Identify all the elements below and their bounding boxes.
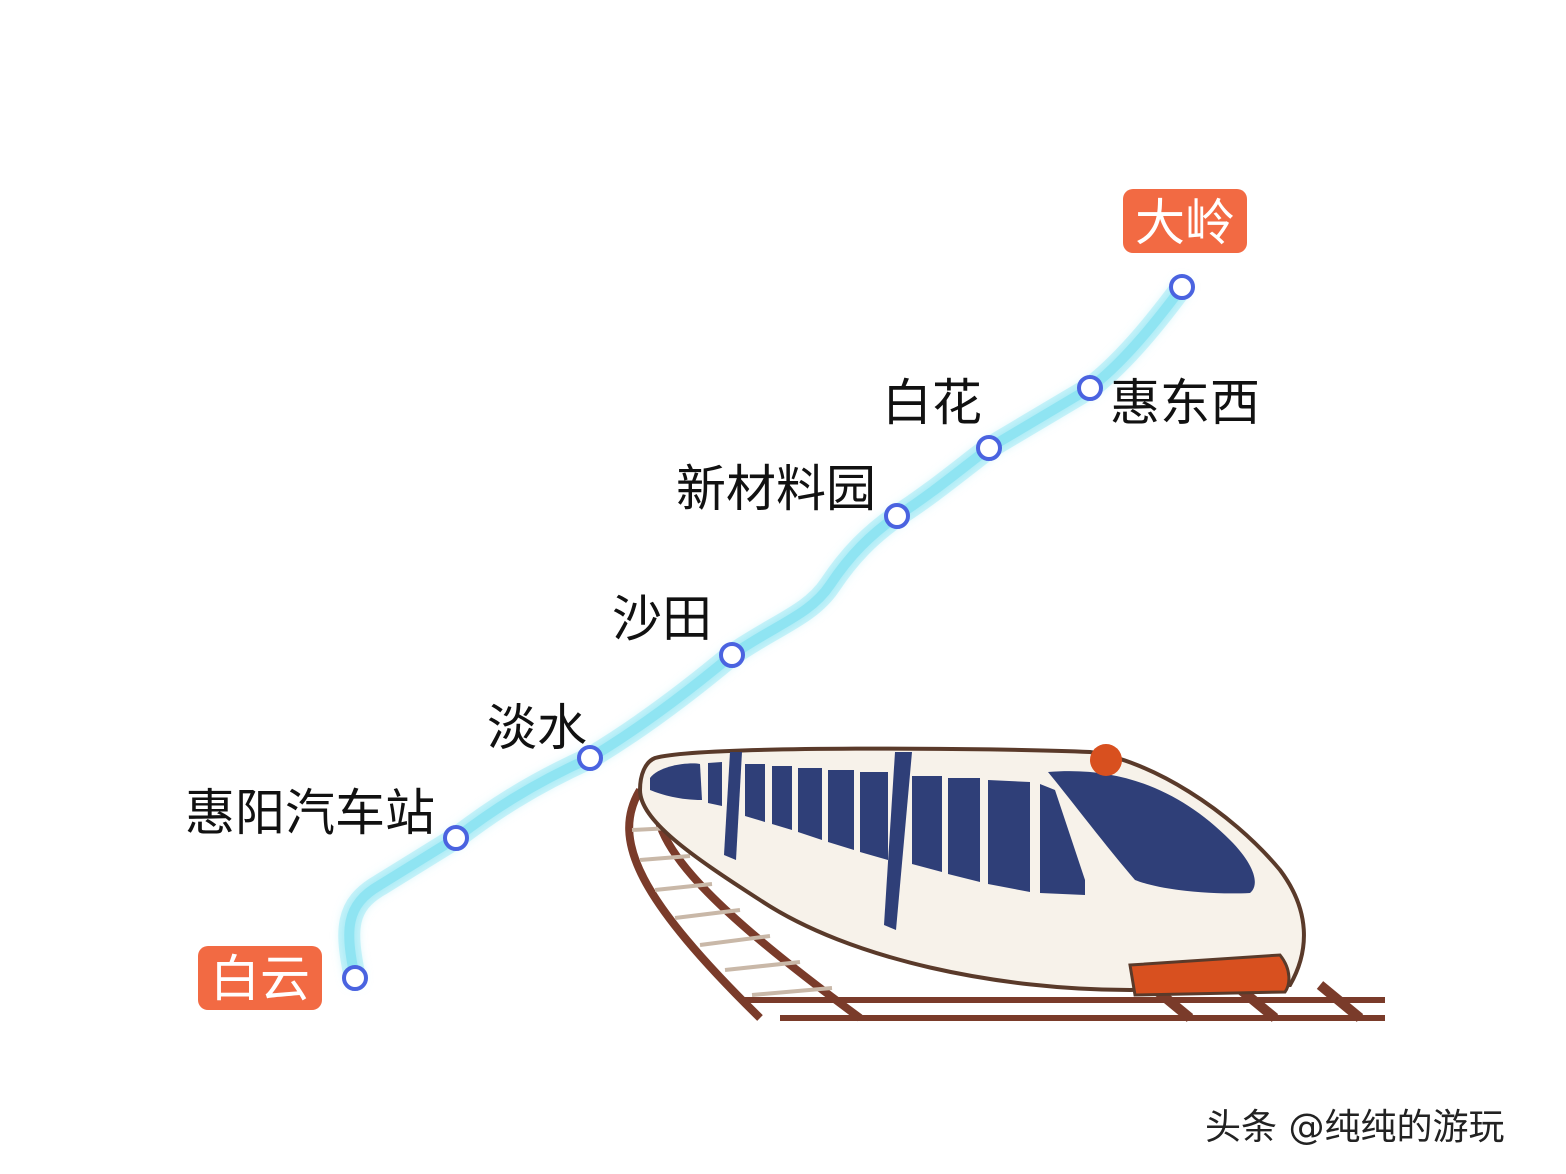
train-door-stripes bbox=[724, 752, 912, 930]
station-dot bbox=[577, 745, 603, 771]
station-label: 惠阳汽车站 bbox=[185, 784, 435, 842]
terminal-badge bbox=[198, 946, 322, 1010]
station-label: 沙田 bbox=[612, 590, 712, 648]
train-cab-window bbox=[1048, 771, 1255, 894]
station-huiyang-bus: 惠阳汽车站 bbox=[185, 784, 469, 851]
station-label: 白云 bbox=[210, 950, 310, 1008]
station-danshui: 淡水 bbox=[487, 699, 603, 771]
watermark: 头条 @纯纯的游玩 bbox=[1205, 1107, 1505, 1148]
station-label: 淡水 bbox=[487, 699, 587, 757]
station-label: 新材料园 bbox=[676, 460, 876, 518]
station-dot bbox=[976, 435, 1002, 461]
train-headlight bbox=[1090, 744, 1122, 776]
station-xincailiao: 新材料园 bbox=[676, 460, 910, 529]
train-windows bbox=[650, 762, 1085, 895]
station-huidongxi: 惠东西 bbox=[1077, 374, 1260, 432]
station-dot bbox=[342, 965, 368, 991]
station-baiyun: 白云 bbox=[198, 946, 368, 1010]
train-icon bbox=[625, 744, 1385, 1022]
station-label: 惠东西 bbox=[1110, 374, 1260, 432]
station-dot bbox=[719, 642, 745, 668]
station-daling: 大岭 bbox=[1123, 189, 1247, 300]
terminal-badge bbox=[1123, 189, 1247, 253]
station-dot bbox=[443, 825, 469, 851]
train-nose-accent bbox=[1128, 953, 1291, 997]
station-dot bbox=[884, 503, 910, 529]
station-baihua: 白花 bbox=[882, 374, 1002, 461]
station-label: 大岭 bbox=[1135, 194, 1235, 252]
station-shatian: 沙田 bbox=[612, 590, 745, 668]
station-label: 白花 bbox=[882, 374, 982, 432]
station-dot bbox=[1169, 274, 1195, 300]
station-dot bbox=[1077, 375, 1103, 401]
